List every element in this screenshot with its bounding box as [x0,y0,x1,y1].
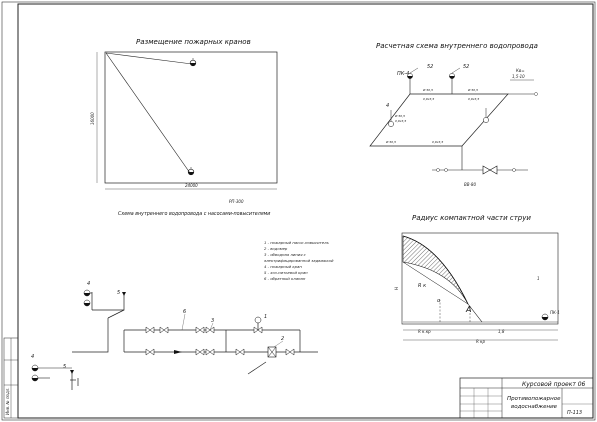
hydrant-plan-note: РП-300 [229,199,244,204]
svg-text:2 - водомер: 2 - водомер [264,246,288,251]
hydrant-symbol-bottom [187,167,195,176]
svg-text:3 - обводная линия с: 3 - обводная линия с [264,252,307,257]
jet-trajectory [402,235,469,305]
jet-point-a: А [465,305,471,314]
svg-text:5: 5 [117,290,120,296]
title-block-title-2: водоснабжение [511,404,558,410]
svg-text:5: 5 [63,364,66,370]
calc-scheme: Расчетная схема внутреннего водопровода … [369,42,538,187]
hydrant-symbol-top [189,58,197,67]
svg-text:5 - хоз-питьевой кран: 5 - хоз-питьевой кран [264,270,308,275]
jet-radius-frame [401,232,559,325]
svg-text:электрифицированной задвижкой: электрифицированной задвижкой [264,258,334,263]
pump-hydrant-bottom-1 [31,364,39,372]
jet-label-angle: α [437,298,441,304]
jet-compact-line [402,261,469,305]
svg-text:Ø 50,5: Ø 50,5 [394,113,405,118]
svg-text:6 - обратный клапан: 6 - обратный клапан [264,276,306,281]
jet-radius: Радиус компактной части струи А R к α H … [394,214,560,344]
title-block: Курсовой проект 06 Противопожарное водос… [459,377,594,419]
svg-text:Ø 50,5: Ø 50,5 [422,87,433,92]
svg-text:2: 2 [281,336,284,342]
svg-text:1 - пожарный насос-повыситель: 1 - пожарный насос-повыситель [264,240,329,245]
svg-text:4: 4 [87,281,90,287]
title-block-project: Курсовой проект 06 [522,381,586,388]
jet-label-pk: ПК-1 [550,310,560,315]
svg-text:0,9x3,5: 0,9x3,5 [423,97,434,101]
calc-label-52b: 52 [463,64,469,70]
pump-valves [145,326,295,356]
jet-label-right: 1 [537,276,540,281]
svg-text:0,9x3,5: 0,9x3,5 [395,119,406,123]
calc-label-node: 4 [386,103,389,109]
pump-scheme: Схема внутреннего водопровода с насосами… [31,211,334,390]
hydrant-plan-title: Размещение пожарных кранов [136,38,251,46]
svg-text:Ø 50,5: Ø 50,5 [385,139,396,144]
svg-text:Ø 50,5: Ø 50,5 [467,87,478,92]
pump-hydrant-bottom-2 [31,374,39,382]
calc-valve [482,165,498,175]
svg-text:0,9x3,5: 0,9x3,5 [432,140,443,144]
jet-dim-bottom: R кр [476,339,485,344]
side-stamp-text: Инв. № подл. [5,387,10,415]
calc-label-pk: ПК-4 [397,71,409,77]
svg-text:3: 3 [211,318,214,324]
pump-legend: 1 - пожарный насос-повыситель 2 - водоме… [264,240,334,281]
hydrant-radius-line-1 [105,52,193,65]
pump-icon [254,316,262,324]
calc-node-left [388,121,394,127]
svg-text:1: 1 [264,314,267,320]
calc-label-vv: ВВ-80 [464,182,476,187]
jet-label-h: H [394,287,399,290]
pump-scheme-title: Схема внутреннего водопровода с насосами… [118,211,270,217]
svg-text:6: 6 [183,309,186,315]
height-dim-text: 16000 [90,112,95,125]
jet-ground-line [467,303,483,323]
calc-hydrant-2 [449,73,455,79]
calc-node-right [483,117,489,123]
hydrant-radius-line-2 [105,52,191,174]
jet-dim-left: R к.кр [418,329,431,334]
jet-nozzle-icon [541,313,549,321]
pump-hydrant-top-2 [83,299,91,307]
inner-frame [17,3,594,419]
jet-label-rk: R к [418,283,426,289]
calc-scheme-title: Расчетная схема внутреннего водопровода [376,42,538,50]
pump-hydrant-top-1 [83,289,91,297]
calc-label-kv-value: 1,5·10 [512,74,525,79]
svg-text:0,9x3,5: 0,9x3,5 [468,97,479,101]
title-block-group: П-113 [567,410,582,416]
side-stamp: Инв. № подл. [3,337,19,419]
svg-text:4: 4 [31,354,34,360]
title-block-title-1: Противопожарное [507,396,561,402]
hydrant-plan-room [104,51,278,184]
jet-dim-mid: 1,8 [498,329,505,334]
check-valve-icon [174,350,182,354]
jet-hatch-area [402,235,469,305]
calc-label-kv: Кв= [516,68,525,73]
calc-hydrant-1 [407,73,413,79]
width-dim-text: 24000 [185,183,198,188]
hydrant-plan: Размещение пожарных кранов 16000 24000 Р… [90,38,278,204]
calc-label-52a: 52 [427,64,433,70]
svg-text:4 - пожарный кран: 4 - пожарный кран [264,264,302,269]
jet-radius-title: Радиус компактной части струи [412,214,531,222]
